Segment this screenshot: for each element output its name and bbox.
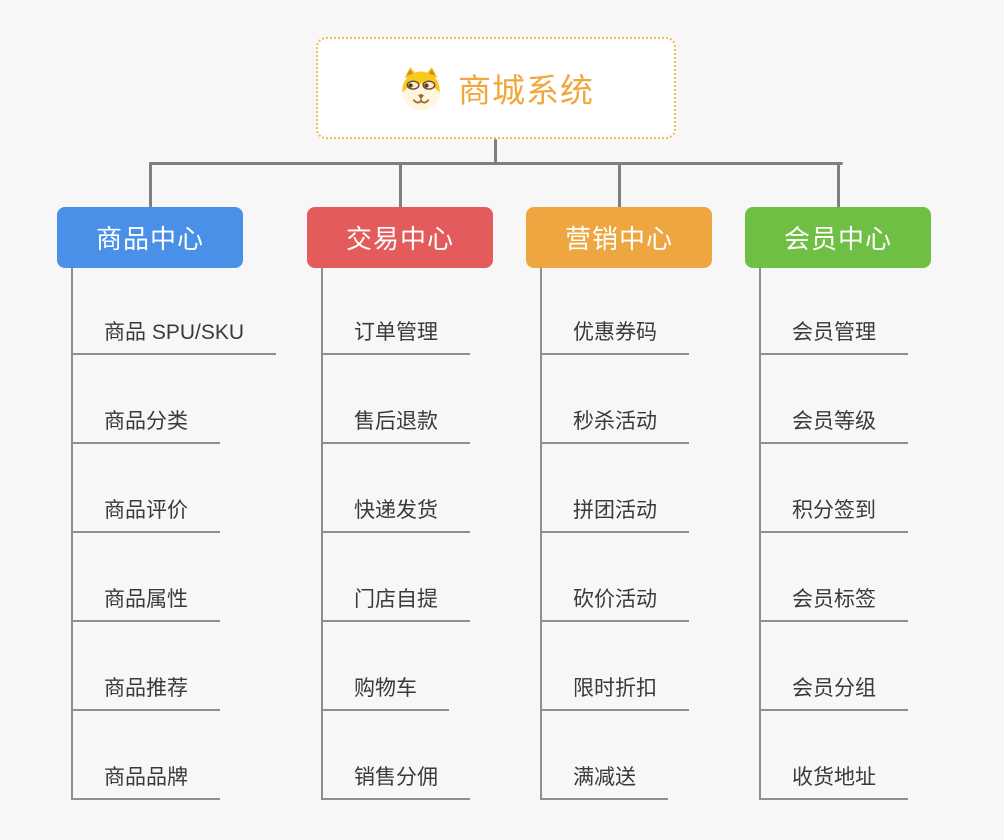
branch-trunk-line <box>540 268 542 800</box>
branch-item[interactable]: 砍价活动 <box>540 583 689 622</box>
branch-item[interactable]: 门店自提 <box>321 583 470 622</box>
root-node[interactable]: 商城系统 <box>316 37 676 139</box>
branch-node-marketing-center[interactable]: 营销中心 <box>526 207 712 268</box>
branch-item[interactable]: 商品 SPU/SKU <box>71 316 277 355</box>
branch-item[interactable]: 优惠券码 <box>540 316 689 355</box>
branch-trade-center: 交易中心 订单管理 售后退款 快递发货 门店自提 购物车 销售分佣 <box>307 207 507 800</box>
connector-root-stem <box>494 139 497 164</box>
branch-item[interactable]: 会员分组 <box>759 672 908 711</box>
dog-face-icon <box>402 67 440 111</box>
branch-item[interactable]: 购物车 <box>321 672 449 711</box>
branch-label: 营销中心 <box>564 224 673 254</box>
branch-item[interactable]: 会员标签 <box>759 583 908 622</box>
connector-horizontal-bar <box>149 162 843 165</box>
branch-node-member-center[interactable]: 会员中心 <box>745 207 931 268</box>
branch-product-center: 商品中心 商品 SPU/SKU 商品分类 商品评价 商品属性 商品推荐 商品品牌 <box>57 207 277 800</box>
branch-item[interactable]: 会员管理 <box>759 316 908 355</box>
branch-member-center: 会员中心 会员管理 会员等级 积分签到 会员标签 会员分组 收货地址 <box>745 207 945 800</box>
branch-item[interactable]: 积分签到 <box>759 494 908 533</box>
branch-item[interactable]: 收货地址 <box>759 761 908 800</box>
branch-item[interactable]: 售后退款 <box>321 405 470 444</box>
branch-label: 商品中心 <box>95 224 204 254</box>
branch-item[interactable]: 满减送 <box>540 761 668 800</box>
branch-item[interactable]: 快递发货 <box>321 494 470 533</box>
root-title: 商城系统 <box>458 72 594 109</box>
branch-item[interactable]: 秒杀活动 <box>540 405 689 444</box>
branch-marketing-center: 营销中心 优惠券码 秒杀活动 拼团活动 砍价活动 限时折扣 满减送 <box>526 207 726 800</box>
branch-item[interactable]: 限时折扣 <box>540 672 689 711</box>
branch-label: 交易中心 <box>345 224 454 254</box>
branch-item[interactable]: 商品分类 <box>71 405 220 444</box>
branch-item[interactable]: 会员等级 <box>759 405 908 444</box>
branch-node-product-center[interactable]: 商品中心 <box>57 207 243 268</box>
branch-trunk-line <box>759 268 761 800</box>
connector-drop-member <box>837 162 840 208</box>
connector-drop-product <box>149 162 152 208</box>
connector-drop-trade <box>399 162 402 208</box>
branch-trunk-line <box>71 268 73 800</box>
branch-trunk-line <box>321 268 323 800</box>
branch-item[interactable]: 商品推荐 <box>71 672 220 711</box>
branch-item[interactable]: 商品品牌 <box>71 761 220 800</box>
branch-item[interactable]: 订单管理 <box>321 316 470 355</box>
connector-drop-marketing <box>618 162 621 208</box>
branch-item[interactable]: 拼团活动 <box>540 494 689 533</box>
branch-item[interactable]: 销售分佣 <box>321 761 470 800</box>
branch-label: 会员中心 <box>783 224 892 254</box>
branch-item[interactable]: 商品属性 <box>71 583 220 622</box>
branch-node-trade-center[interactable]: 交易中心 <box>307 207 493 268</box>
branch-item[interactable]: 商品评价 <box>71 494 220 533</box>
